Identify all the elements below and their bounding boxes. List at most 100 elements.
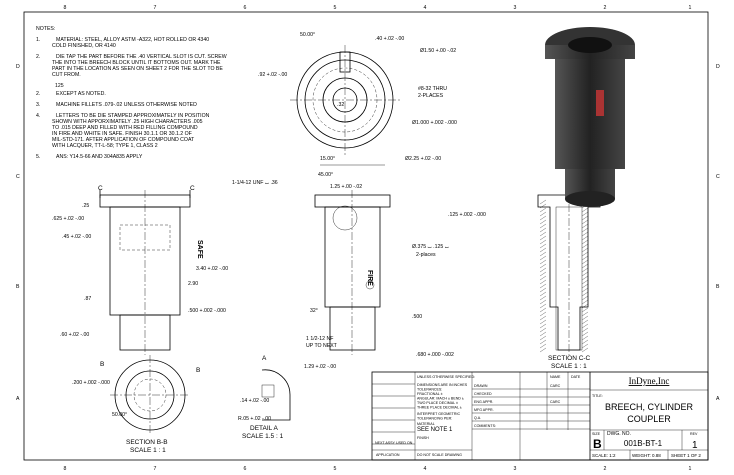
name-header: NAME (550, 375, 561, 379)
zone-column-label: 6 (244, 466, 247, 472)
hatch-line (539, 219, 547, 225)
hatch-line (539, 203, 547, 209)
notes-block: NOTES: 1.MATERIAL: STEEL, ALLOY ASTM -A3… (36, 26, 227, 160)
hatch-line (581, 235, 589, 241)
hatch-line (539, 207, 547, 213)
hatch-line (581, 295, 589, 301)
sheet-border (23, 11, 709, 461)
approval-label: ENG APPR. (474, 400, 493, 404)
hatch-line (539, 283, 547, 289)
dimension-label: Ø.375 ⌴ .125 ⌴ (412, 244, 449, 250)
title-label: TITLE: (592, 394, 603, 398)
zone-column-label: 3 (514, 466, 517, 472)
dimension-label: .125 +.002 -.000 (448, 212, 486, 218)
note-number: 4. (36, 113, 40, 119)
dimension-label: #8-32 THRU (418, 86, 447, 92)
view-label: DETAIL A (250, 425, 278, 432)
zone-column-label: 1 (689, 466, 692, 472)
approval-label: Q.A. (474, 416, 481, 420)
dimension-label: .60 +.02 -.00 (60, 332, 89, 338)
section-marker: A (262, 355, 267, 362)
view-label: SECTION B-B (126, 439, 168, 446)
dimension-label: Ø1.50 +.00 -.02 (420, 48, 456, 54)
zone-row-label: B (716, 284, 720, 290)
dimension-label: .87 (84, 296, 91, 302)
hatch-line (581, 339, 589, 345)
date-header: DATE (571, 375, 581, 379)
hatch-line (539, 279, 547, 285)
zone-column-label: 8 (64, 5, 67, 11)
title-line-1: BREECH, CYLINDER (605, 402, 694, 412)
dimension-label: .500 (412, 314, 422, 320)
next-assy: NEXT ASSY (375, 441, 396, 445)
tolerance-text: ANGULAR: MACH ± BEND ± (417, 397, 464, 401)
zone-column-label: 2 (604, 466, 607, 472)
note-line: ANS: Y14.5-66 AND 304A835 APPLY (56, 154, 143, 160)
tolerance-text: DIMENSIONS ARE IN INCHES (417, 383, 468, 387)
top-view (290, 45, 400, 166)
note-line: IN FIRE AND WHITE IN SAFE. FINISH 30.1.1… (52, 131, 192, 137)
hatch-line (539, 291, 547, 297)
zone-column-label: 6 (244, 5, 247, 11)
side-view (314, 190, 391, 355)
note-line: WITH LACQUER, TT-L-58; TYPE 1, CLASS 2 (52, 143, 158, 149)
zone-column-label: 7 (154, 466, 157, 472)
section-marker: C (98, 185, 103, 192)
approval-name: CARC (550, 384, 561, 388)
hatch-line (581, 283, 589, 289)
tolerance-text: TWO PLACE DECIMAL ± (417, 401, 458, 405)
hatch-line (539, 303, 547, 309)
note-line: THE INTO THE BREECH BLOCK UNTIL IT BOTTO… (52, 60, 221, 66)
hatch-line (539, 247, 547, 253)
dimension-label: .14 +.02 -.00 (240, 398, 269, 404)
dimension-label: SAFE (196, 240, 203, 259)
note-line: LETTERS TO BE DIE STAMPED APPROXIMATELY … (56, 113, 210, 119)
sheet-text: SHEET 1 OF 2 (671, 453, 701, 458)
hatch-line (539, 235, 547, 241)
approval-label: CHECKED (474, 392, 492, 396)
hatch-line (581, 275, 589, 281)
zone-column-label: 4 (424, 466, 427, 472)
hatch-line (581, 291, 589, 297)
used-on: USED ON (396, 441, 413, 445)
company-name: InDyne,Inc (629, 376, 670, 386)
hatch-line (539, 223, 547, 229)
section-marker: B (100, 361, 104, 368)
zone-row-label: A (16, 396, 20, 402)
hatch-line (539, 323, 547, 329)
hatch-line (539, 251, 547, 257)
note-line: MACHINE FILLETS .079-.02 UNLESS OTHERWIS… (56, 102, 197, 108)
rev-value: 1 (692, 440, 698, 451)
hatch-line (539, 215, 547, 221)
tolerance-text: TOLERANCES: (417, 388, 442, 392)
approval-label: DRAWN (474, 384, 488, 388)
weight-text: WEIGHT: 0.88 (632, 453, 661, 458)
hatch-line (581, 307, 589, 313)
dimension-label: UP TO NEXT (306, 343, 338, 349)
hatch-line (539, 271, 547, 277)
zone-row-label: C (16, 174, 20, 180)
dimension-label: .625 +.02 -.00 (52, 216, 84, 222)
hatch-line (581, 207, 589, 213)
dimension-label: Ø2.25 +.02 -.00 (405, 156, 441, 162)
hatch-line (539, 227, 547, 233)
detail-a (261, 369, 291, 421)
note-line: SHOWN WITH APPORXIMATELY .25 HIGH CHARAC… (52, 119, 203, 125)
dimension-label: 1 1/2-12 NF (306, 336, 333, 342)
dimension-label: .40 +.02 -.00 (375, 36, 404, 42)
hatch-line (539, 231, 547, 237)
dimension-label: 45.00° (318, 172, 333, 178)
hatch-line (581, 299, 589, 305)
hatch-line (539, 299, 547, 305)
dimension-label: R.05 +.02 -.00 (238, 416, 271, 422)
hatch-line (581, 219, 589, 225)
note-line: MATERIAL: STEEL, ALLOY ASTM -A322, HOT R… (56, 37, 209, 43)
note-line: EXCEPT AS NOTED. (56, 91, 106, 97)
approval-label: MFG APPR. (474, 408, 494, 412)
hatch-line (581, 335, 589, 341)
hatch-line (581, 211, 589, 217)
note-line: MIL-STD-171. AFTER APPLICATION OF COMPOU… (52, 137, 195, 143)
note-number: 3. (36, 102, 40, 108)
